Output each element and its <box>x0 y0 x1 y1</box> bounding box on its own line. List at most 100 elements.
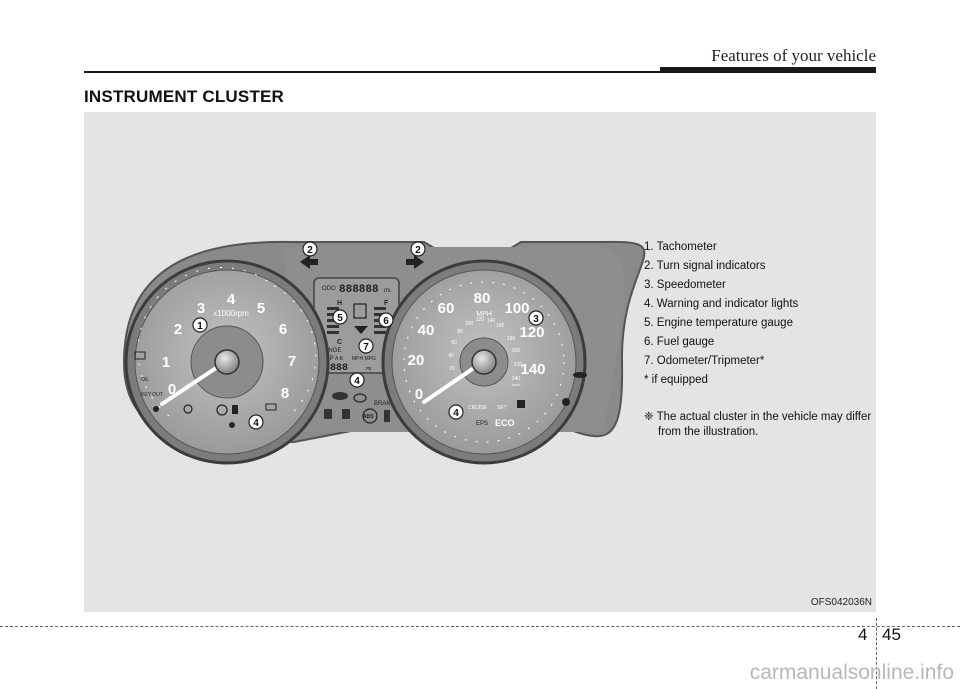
abs-warning-label: ABS <box>363 414 374 420</box>
kmh-label-180: 180 <box>507 336 516 342</box>
oil-pressure-label: OIL <box>141 377 149 383</box>
fuel-bar-2 <box>374 313 386 316</box>
illustration-note: ❈ The actual cluster in the vehicle may … <box>644 411 872 438</box>
svg-text:3: 3 <box>533 314 539 325</box>
watermark: carmanualsonline.info <box>749 661 954 684</box>
check-engine-icon <box>353 393 367 403</box>
legend-item-fuel: 6. Fuel gauge <box>644 336 715 348</box>
abs-warning-icon <box>362 408 378 424</box>
kmh-label-140: 140 <box>487 318 496 324</box>
legend-item-temperature: 5. Engine temperature gauge <box>644 317 793 329</box>
speed-label-140: 140 <box>520 361 545 378</box>
temp-bar-5 <box>327 331 339 334</box>
door-icon <box>353 303 367 319</box>
svg-text:5: 5 <box>337 313 343 324</box>
tacho-label-5: 5 <box>257 300 265 317</box>
range-label: RANGE <box>320 348 341 354</box>
legend-item-turn-signal: 2. Turn signal indicators <box>644 260 766 272</box>
fuel-bar-5 <box>374 331 386 334</box>
lane-assist-icon <box>573 372 587 378</box>
kmh-label-160: 160 <box>496 323 505 329</box>
legend: 1. Tachometer 2. Turn signal indicators … <box>644 238 874 390</box>
footer-rule <box>0 626 960 627</box>
kmh-label-40: 40 <box>448 353 454 359</box>
temp-bar-3 <box>327 319 339 322</box>
tacho-label-2: 2 <box>174 321 182 338</box>
fuel-warning-icon <box>232 405 238 414</box>
temp-hot-label: H <box>337 300 342 307</box>
right-turn-arrow-icon <box>406 255 424 269</box>
svg-text:7: 7 <box>363 342 369 353</box>
tachometer-hub <box>214 349 240 375</box>
temp-bar-1 <box>327 307 339 310</box>
tacho-label-4: 4 <box>227 291 236 308</box>
eco-indicator-label: ECO <box>495 418 515 428</box>
kmh-label-60: 60 <box>451 340 457 346</box>
header-title: Features of your vehicle <box>711 46 876 65</box>
kmh-label-120: 120 <box>476 317 485 323</box>
esc-icon <box>342 409 350 419</box>
tacho-label-8: 8 <box>281 385 289 402</box>
kmh-label-20: 20 <box>449 366 455 372</box>
speed-label-0: 0 <box>415 386 423 403</box>
legend-item-footnote: * if equipped <box>644 374 708 386</box>
key-out-label: KEY OUT <box>141 392 163 398</box>
speedometer-hub <box>471 349 497 375</box>
speed-label-60: 60 <box>438 300 455 317</box>
speed-label-100: 100 <box>504 300 529 317</box>
trip-digits: 8888 <box>324 363 348 374</box>
cruise-indicator-label: CRUISE <box>468 405 488 411</box>
figure-code: OFS042036N <box>810 597 872 608</box>
header-rule <box>84 71 876 73</box>
kmh-label-220: 220 <box>514 362 523 368</box>
svg-text:4: 4 <box>354 376 360 387</box>
kmh-label-100: 100 <box>465 321 474 327</box>
callout-7: 7 <box>358 338 374 354</box>
esc-off-icon <box>324 409 332 419</box>
section-title: INSTRUMENT CLUSTER <box>84 87 285 106</box>
cruise-icon <box>517 400 525 408</box>
tacho-label-7: 7 <box>288 353 296 370</box>
header-tab <box>660 67 876 73</box>
mph-mpg-label: MPH MPG <box>352 356 376 362</box>
callout-6: 6 <box>378 312 394 328</box>
battery-warning-icon <box>134 351 146 360</box>
kmh-label-200: 200 <box>512 348 521 354</box>
tacho-unit: x1000rpm <box>213 309 249 318</box>
page-number-divider <box>876 618 877 689</box>
legend-item-warning-lights: 4. Warning and indicator lights <box>644 298 799 310</box>
headlight-icon <box>183 404 193 414</box>
chapter-number: 4 <box>858 625 868 644</box>
coolant-icon <box>153 406 159 412</box>
eps-indicator-label: EPS <box>476 421 488 427</box>
temp-bar-4 <box>327 325 339 328</box>
legend-item-speedometer: 3. Speedometer <box>644 279 726 291</box>
seatbelt-icon <box>384 410 390 422</box>
set-indicator-label: SET <box>497 405 507 411</box>
kmh-label-80: 80 <box>457 329 463 335</box>
tire-pressure-icon <box>216 404 228 416</box>
svg-text:2: 2 <box>415 245 421 256</box>
odo-label: ODO <box>322 286 336 292</box>
odo-digits: 888888 <box>339 284 379 296</box>
callout-4-center: 4 <box>349 372 365 388</box>
callout-2-right: 2 <box>410 241 426 257</box>
page-number: 45 <box>882 625 901 644</box>
odo-unit: mi. <box>384 288 392 294</box>
legend-list: 1. Tachometer 2. Turn signal indicators … <box>644 238 874 390</box>
door-ajar-icon <box>332 392 348 400</box>
tacho-label-3: 3 <box>197 300 205 317</box>
speed-label-40: 40 <box>418 322 435 339</box>
kmh-label-240: 240 <box>512 376 521 382</box>
legend-item-tachometer: 1. Tachometer <box>644 241 717 253</box>
fuel-bar-4 <box>374 325 386 328</box>
direction-arrow-icon <box>354 326 368 334</box>
fuel-full-label: F <box>384 300 389 307</box>
shift-indicator-icon <box>265 403 277 411</box>
fuel-bar-1 <box>374 307 386 310</box>
fog-light-icon <box>229 422 235 428</box>
tacho-label-1: 1 <box>162 354 170 371</box>
callout-2-left: 2 <box>302 241 318 257</box>
instrument-cluster-illustration: ODO 888888 mi. H C F E RANGE TRIP A B MP… <box>122 240 646 465</box>
speed-label-120: 120 <box>519 324 544 341</box>
